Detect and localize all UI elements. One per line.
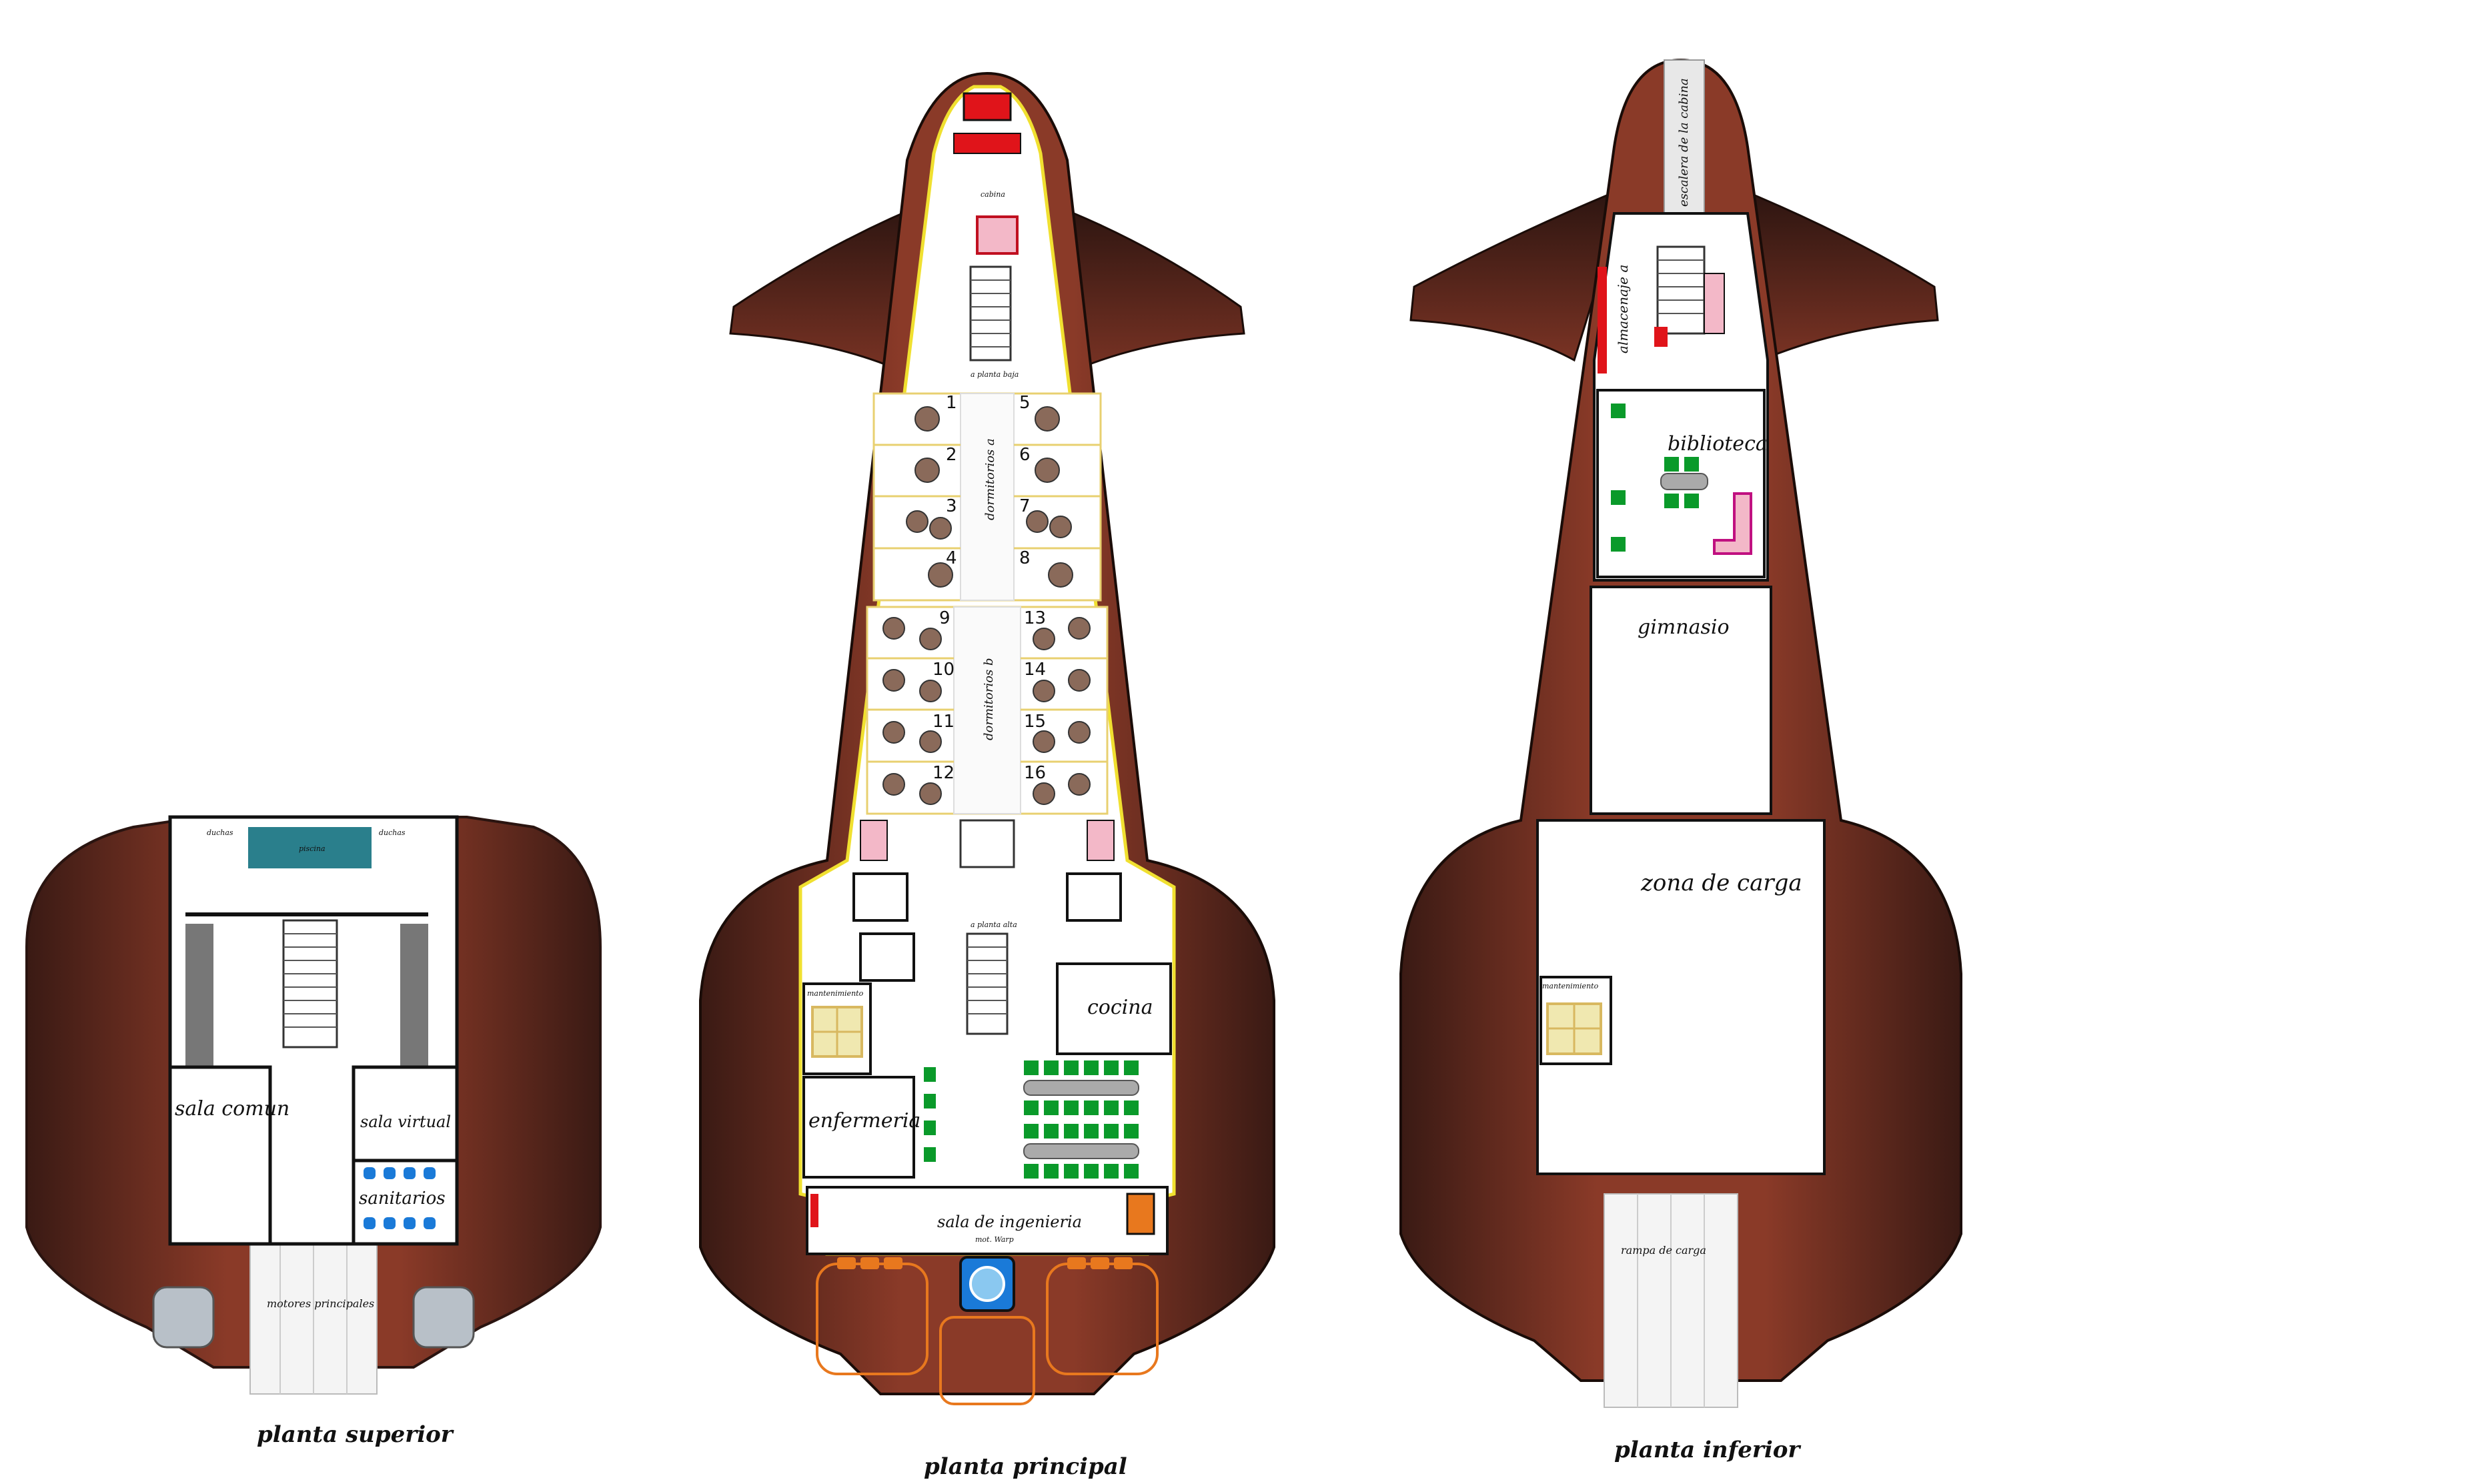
cockpit-seats (963, 92, 1012, 121)
sala-ingenieria-room (806, 1186, 1169, 1255)
cabin-number-11: 11 (933, 712, 955, 732)
cabin-number-8: 8 (1019, 548, 1031, 568)
label-dormitorios-a: dormitorios a (983, 438, 997, 520)
label-cabina: cabina (981, 190, 1005, 199)
cabin-number-10: 10 (933, 660, 955, 680)
cabin-number-4: 4 (946, 548, 957, 568)
dining-seats (924, 1060, 1139, 1179)
label-mantenimiento-main: mantenimiento (807, 989, 864, 998)
label-gimnasio: gimnasio (1638, 616, 1730, 639)
main-wing-right (1039, 198, 1245, 376)
upper-wall-left (185, 924, 213, 1070)
cabin-number-3: 3 (946, 496, 957, 516)
pool (248, 827, 372, 868)
cabin-number-12: 12 (933, 763, 955, 783)
lower-deck: escalera de la cabina almacenaje a bibli… (1399, 58, 1962, 1463)
label-zona-carga: zona de carga (1640, 870, 1802, 896)
label-sanitarios: sanitarios (359, 1189, 446, 1209)
sala-comun-room (168, 1065, 272, 1246)
label-mantenimiento-lower: mantenimiento (1542, 982, 1599, 990)
main-deck-title: planta principal (924, 1453, 1127, 1480)
enfermeria-room (802, 1076, 915, 1179)
label-almacenaje: almacenaje a (1615, 265, 1631, 353)
gimnasio-room (1590, 586, 1772, 815)
label-sala-ingenieria: sala de ingenieria (937, 1213, 1082, 1231)
label-enfermeria: enfermeria (808, 1109, 920, 1133)
main-stairs-up (966, 932, 1009, 1035)
cabin-number-6: 6 (1019, 445, 1031, 465)
label-rampa: rampa de carga (1621, 1244, 1706, 1257)
cabin-number-1: 1 (946, 393, 957, 413)
cabin-number-5: 5 (1019, 393, 1031, 413)
label-dormitorios-b: dormitorios b (982, 658, 996, 740)
label-escalera: escalera de la cabina (1677, 78, 1691, 207)
label-a-planta-baja: a planta baja (971, 370, 1019, 379)
label-sala-virtual: sala virtual (360, 1112, 451, 1131)
cocina-room (1056, 962, 1172, 1055)
cockpit-ladder (1664, 59, 1705, 214)
main-lift (959, 819, 1015, 868)
label-motores: motores principales (267, 1297, 374, 1310)
lower-wing-left (1409, 185, 1630, 362)
cabin-number-9: 9 (939, 608, 951, 628)
cabin-number-13: 13 (1024, 608, 1046, 628)
label-biblioteca: biblioteca (1668, 432, 1768, 456)
cabin-number-16: 16 (1024, 763, 1046, 783)
label-cocina: cocina (1087, 996, 1153, 1019)
label-motor-warp: mot. Warp (975, 1235, 1014, 1244)
upper-engine-right (412, 1286, 475, 1349)
label-duchas-right: duchas (379, 828, 406, 837)
upper-stairs (282, 919, 338, 1048)
cabin-number-2: 2 (946, 445, 957, 465)
upper-engine-left (152, 1286, 215, 1349)
upper-deck-title: planta superior (257, 1421, 454, 1448)
label-duchas-left: duchas (207, 828, 233, 837)
upper-divider (185, 912, 428, 916)
lower-deck-title: planta inferior (1614, 1437, 1801, 1463)
cabin-number-7: 7 (1019, 496, 1031, 516)
main-stairs-down (969, 265, 1012, 361)
main-deck: cabina a planta baja 1 2 3 4 5 6 7 8 dor… (699, 71, 1275, 1480)
upper-deck: duchas duchas piscina sala comun sala vi… (25, 815, 602, 1448)
main-wing-left (729, 198, 935, 376)
lower-wing-right (1733, 185, 1939, 362)
label-a-planta-alta: a planta alta (971, 920, 1017, 929)
label-piscina: piscina (299, 844, 326, 853)
label-sala-comun: sala comun (175, 1097, 289, 1121)
cabin-number-14: 14 (1024, 660, 1046, 680)
cabin-number-15: 15 (1024, 712, 1046, 732)
upper-wall-right (400, 924, 428, 1070)
